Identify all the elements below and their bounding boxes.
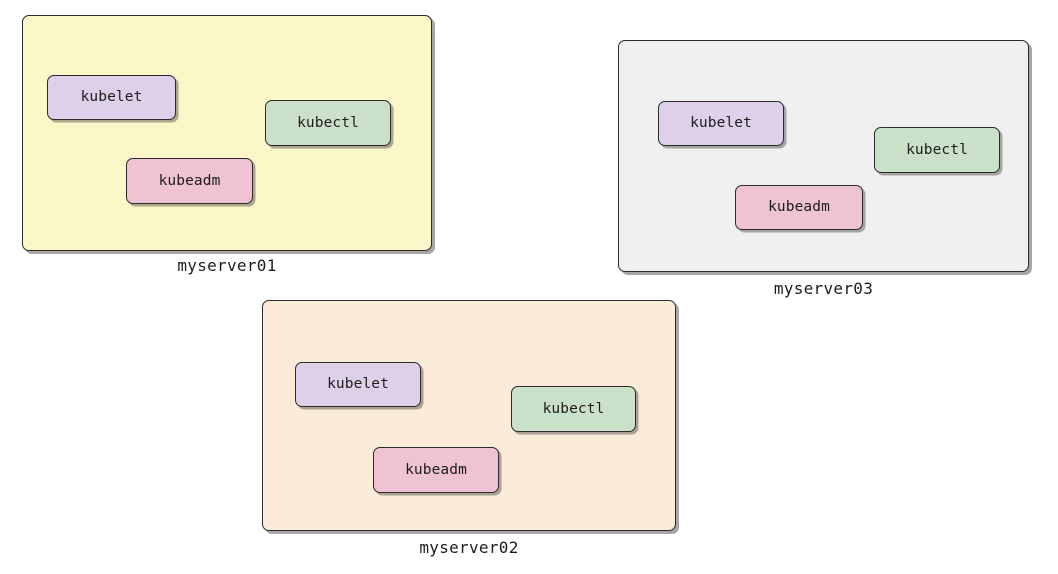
component-kubelet-myserver02[interactable]: kubelet [295, 362, 421, 407]
component-kubelet-myserver01[interactable]: kubelet [47, 75, 176, 120]
component-kubectl-myserver01[interactable]: kubectl [265, 100, 391, 146]
server-label-myserver01: myserver01 [177, 256, 277, 275]
component-kubeadm-myserver02[interactable]: kubeadm [373, 447, 499, 493]
component-kubeadm-myserver03[interactable]: kubeadm [735, 185, 863, 230]
component-kubeadm-myserver01[interactable]: kubeadm [126, 158, 253, 204]
component-kubectl-myserver02[interactable]: kubectl [511, 386, 636, 432]
server-label-myserver02: myserver02 [419, 538, 519, 557]
component-kubelet-myserver03[interactable]: kubelet [658, 101, 784, 146]
server-label-myserver03: myserver03 [773, 279, 874, 298]
component-kubectl-myserver03[interactable]: kubectl [874, 127, 1000, 173]
